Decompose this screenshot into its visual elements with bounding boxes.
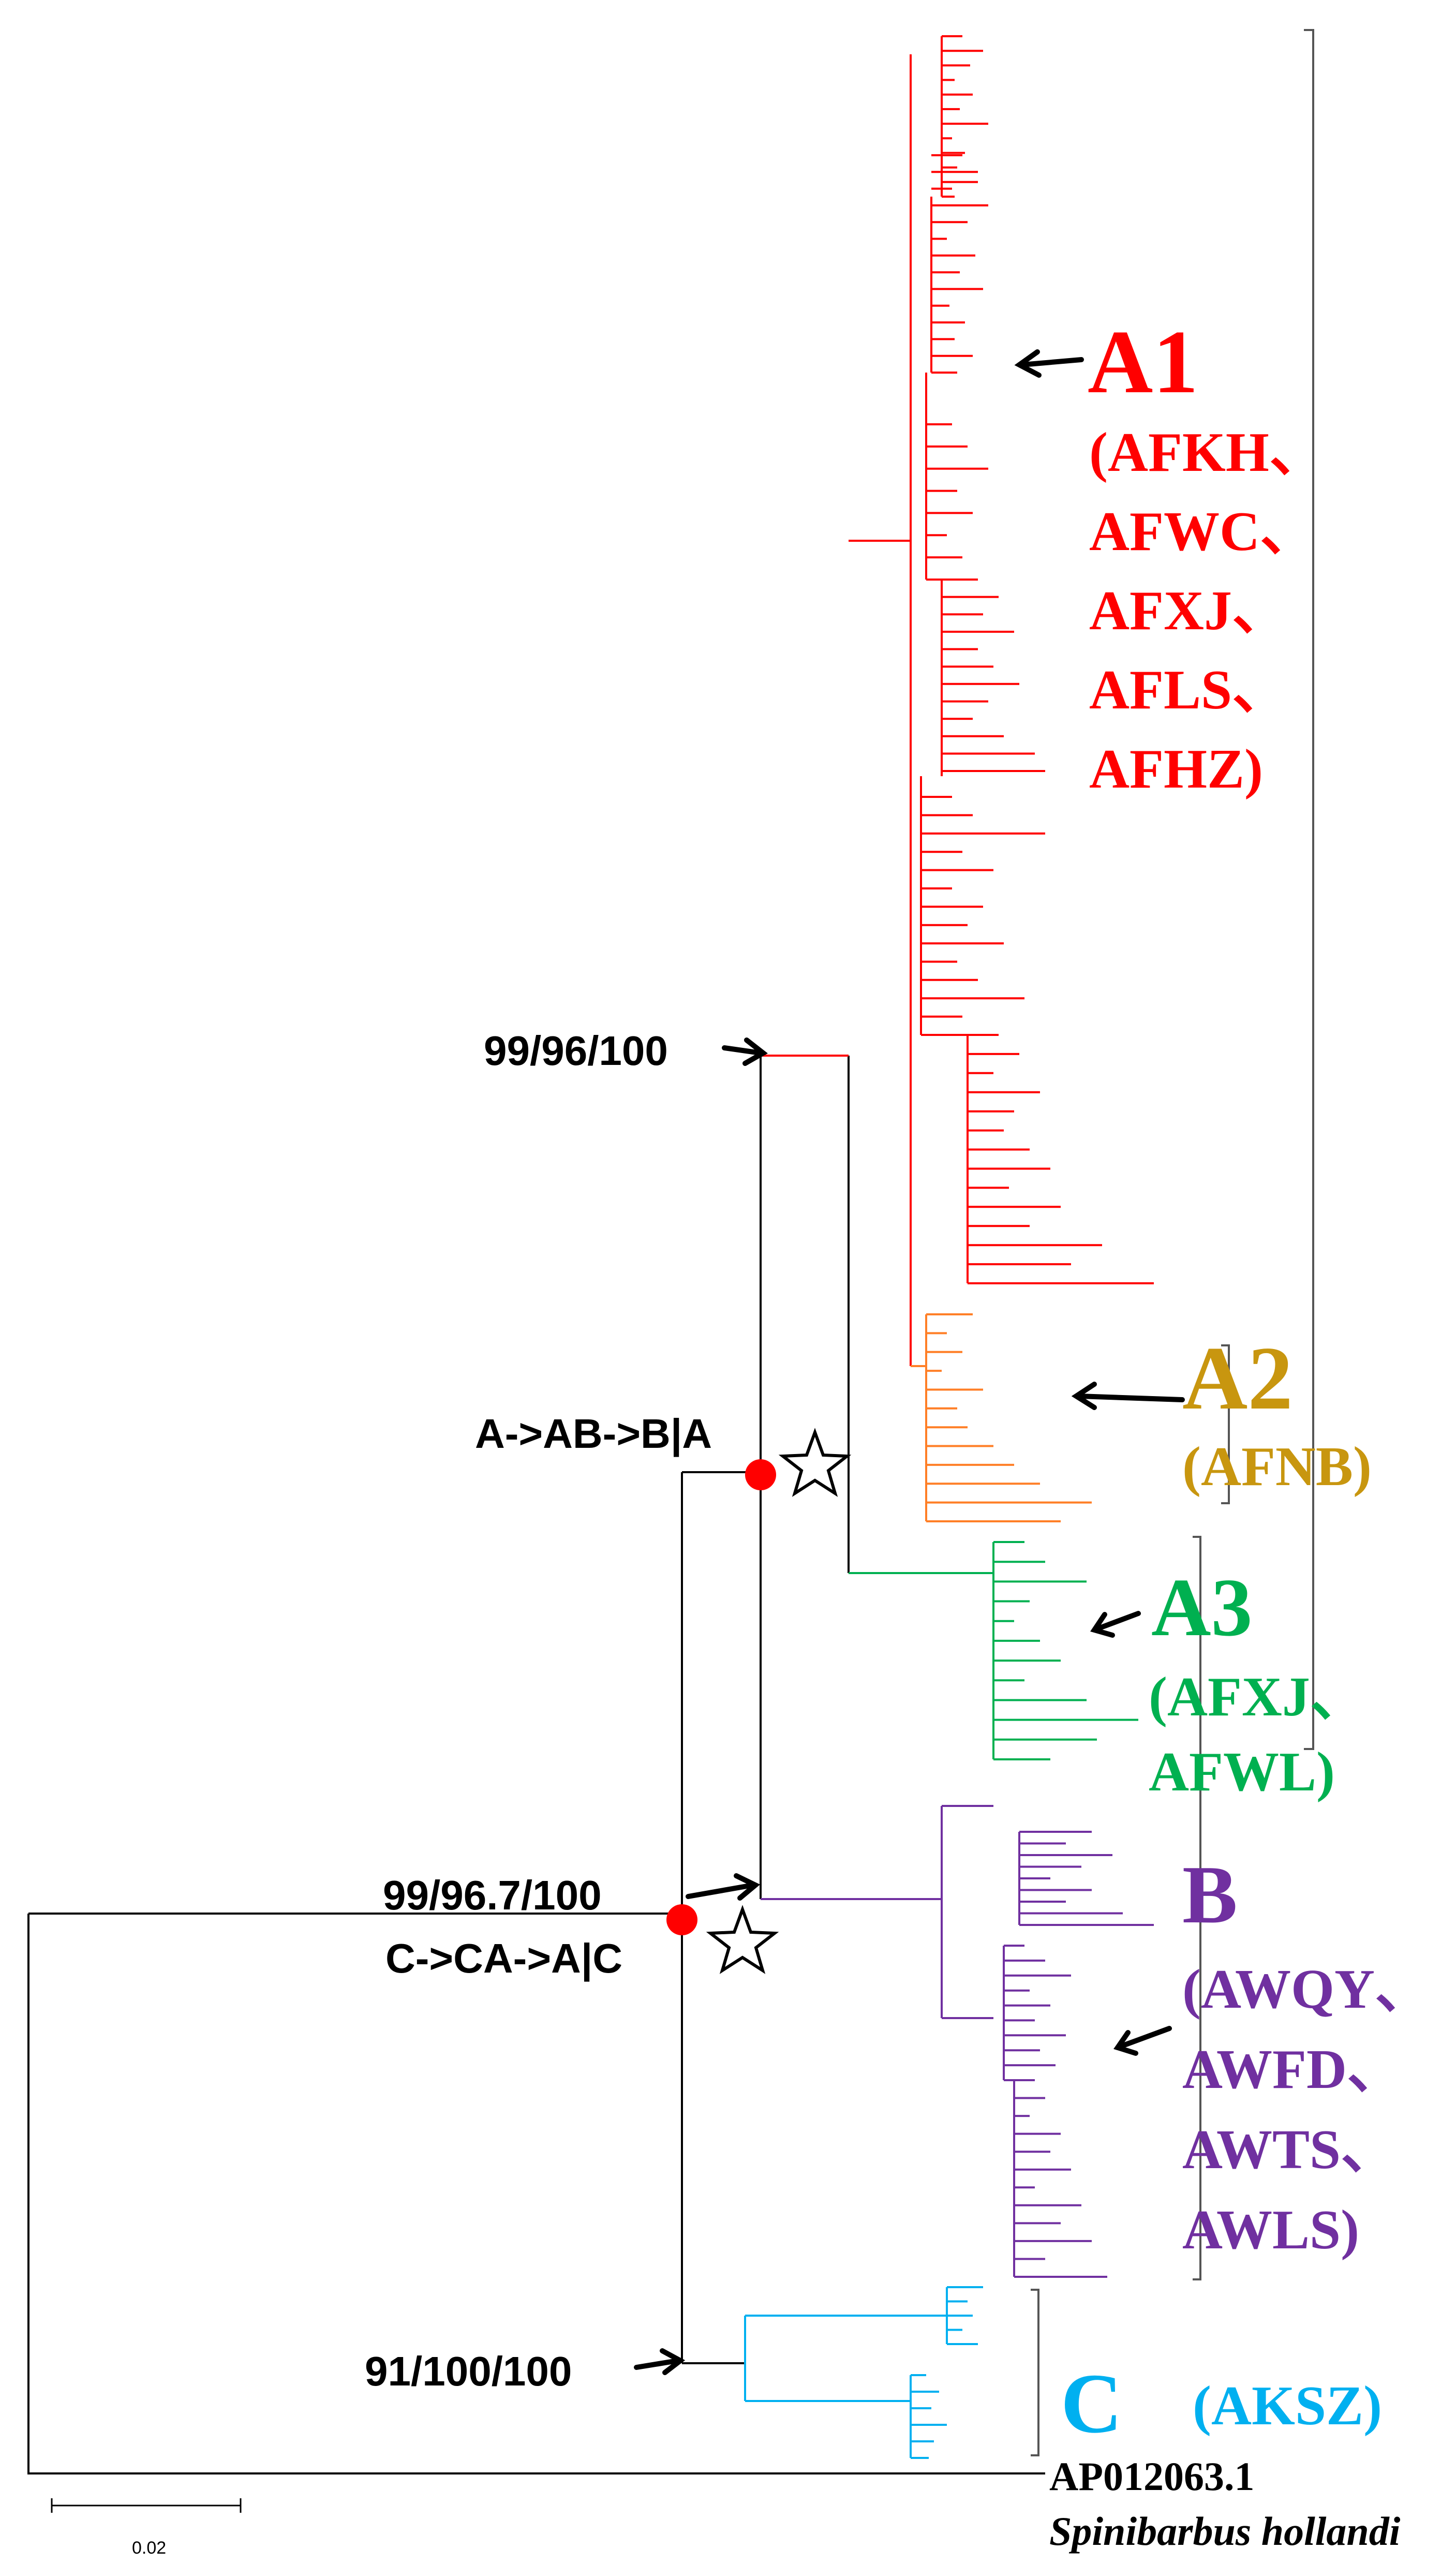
star-icon [778,1428,852,1497]
branch-outgroup [27,1914,1045,2474]
node-dot-icon [666,1904,697,1935]
scale-bar [51,2498,242,2513]
arrow-a3 [1094,1611,1141,1632]
clade-member-a3: AFWL) [1149,1741,1335,1803]
support-label-a: 99/96/100 [484,1028,668,1074]
arrow-a1-head [1014,349,1042,378]
ancestral-area-ab: A->AB->B|A [475,1411,712,1457]
arrow-a3-head [1090,1612,1115,1638]
outgroup-species: Spinibarbus hollandi [1049,2509,1401,2554]
arrow-b-head [1113,2030,1138,2056]
scale-bar-label: 0.02 [132,2538,166,2558]
clade-member-a1: AFXJ、 [1089,580,1288,642]
clade-member-a1: AFHZ) [1089,738,1263,800]
clade-member-b: (AWQY、 [1182,1959,1431,2020]
clade-name-a2: A2 [1182,1328,1293,1428]
clade-member-a2: (AFNB) [1182,1436,1372,1498]
arrow-support-c [634,2358,680,2370]
clade-member-a1: (AFKH、 [1089,422,1325,483]
arrow-a1 [1019,357,1084,367]
node-dot-icon [745,1459,776,1490]
outgroup-accession: AP012063.1 [1049,2454,1254,2499]
bracket-b [1193,1536,1201,2280]
clade-member-b: AWTS、 [1182,2119,1396,2181]
arrow-support-c-head [660,2348,686,2375]
star-icon [706,1905,779,1974]
clade-name-c: C [1061,2356,1122,2451]
arrows [634,349,1185,2375]
clade-member-c: (AKSZ) [1193,2375,1382,2437]
ancestral-area-root: C->CA->A|C [385,1935,622,1982]
arrow-support-ab [686,1883,755,1899]
bracket-a2 [1221,1344,1230,1504]
bracket-c [1031,2289,1039,2456]
clade-brackets [1031,29,1314,2456]
bracket-a [1304,29,1314,1750]
arrow-a2-head [1071,1382,1097,1410]
support-label-ab: 99/96.7/100 [383,1872,602,1918]
clade-member-a1: AFLS、 [1089,659,1288,721]
arrow-support-a [722,1045,763,1056]
arrow-b [1118,2026,1172,2049]
clade-name-a1: A1 [1088,312,1198,412]
clade-member-a1: AFWC、 [1089,501,1316,562]
support-label-c: 91/100/100 [365,2348,572,2394]
clade-member-a3: (AFXJ、 [1149,1666,1366,1728]
clade-member-b: AWFD、 [1182,2039,1403,2100]
clade-name-a3: A3 [1151,1561,1253,1653]
clade-name-b: B [1182,1848,1238,1940]
arrow-a2 [1076,1394,1185,1402]
arrow-support-a-head [742,1038,768,1066]
arrow-support-ab-head [734,1873,761,1901]
tree-branches [27,35,1154,2474]
clade-member-b: AWLS) [1182,2199,1359,2261]
